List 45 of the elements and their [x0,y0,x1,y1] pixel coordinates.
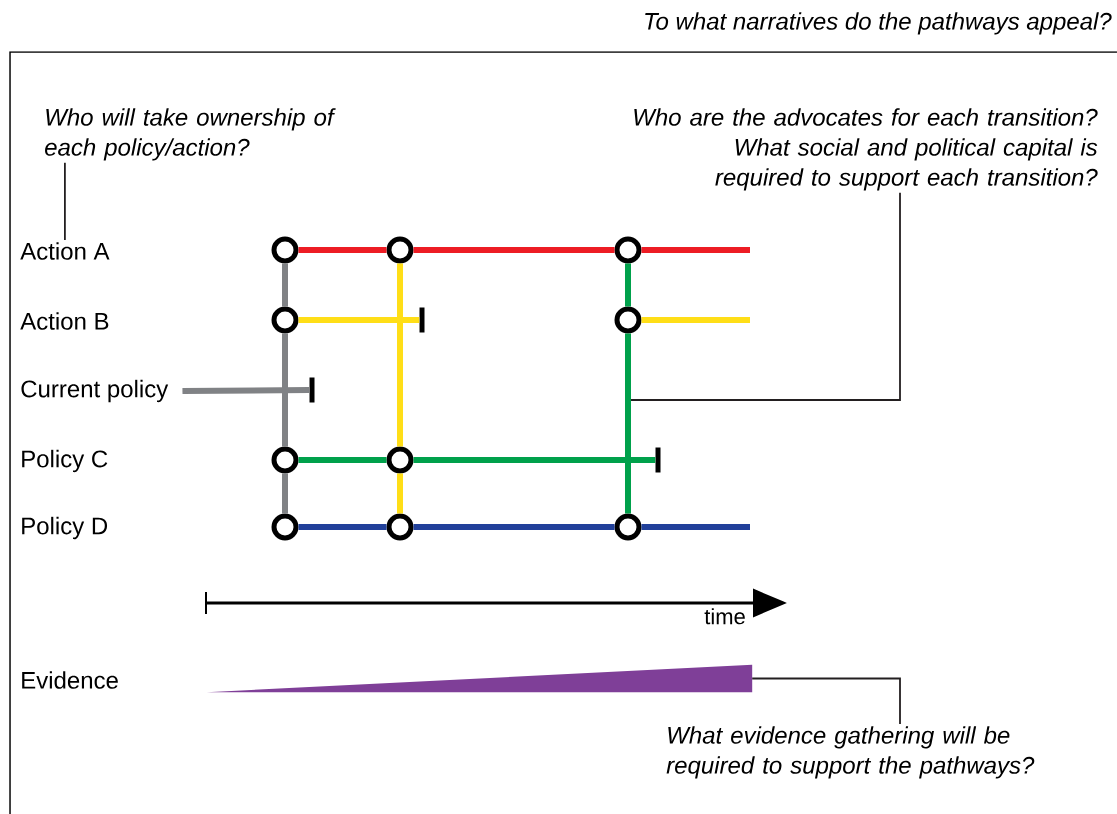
metro-line [397,263,403,447]
row-label: Action B [20,312,109,330]
metro-line [298,524,387,530]
heading-text: To what narratives do the pathways appeal? [645,12,1112,35]
station-circle [386,513,414,541]
question-text: Who will take ownership of each policy/action? [45,108,336,161]
metro-line [298,247,387,253]
metro-line [298,317,420,323]
end-bar [309,377,315,403]
end-bar [655,447,661,473]
metro-line [625,263,631,307]
leader-line [630,191,901,401]
metro-line [298,457,387,463]
station-circle [386,446,414,474]
station-circle [614,306,642,334]
metro-line [641,524,750,530]
station-circle [271,513,299,541]
row-label: Current policy [21,379,169,403]
leader-line [64,161,66,241]
metro-line [625,333,631,514]
end-bar [419,307,425,333]
station-circle [271,446,299,474]
question-text: What evidence gathering will be required to support the pathways? [666,726,1035,779]
row-label: Policy D [22,516,108,540]
row-label: Action A [20,242,110,260]
metro-line [413,457,656,463]
station-circle [614,236,642,264]
metro-line [641,247,750,253]
metro-line [413,247,615,253]
leader-line [751,677,901,725]
metro-line [641,317,750,323]
metro-line [397,473,403,514]
axis-label: time [704,608,745,625]
metro-line [282,473,288,514]
metro-line [182,387,310,394]
row-label: Evidence [22,671,118,689]
station-circle [614,513,642,541]
question-text: Who are the advocates for each transition? What social and political capital is required to support each transition? [634,108,1098,191]
station-circle [271,236,299,264]
metro-line [413,524,615,530]
station-circle [271,306,299,334]
row-label: Policy C [22,449,108,473]
metro-line [282,333,288,447]
metro-line [282,263,288,307]
station-circle [386,236,414,264]
